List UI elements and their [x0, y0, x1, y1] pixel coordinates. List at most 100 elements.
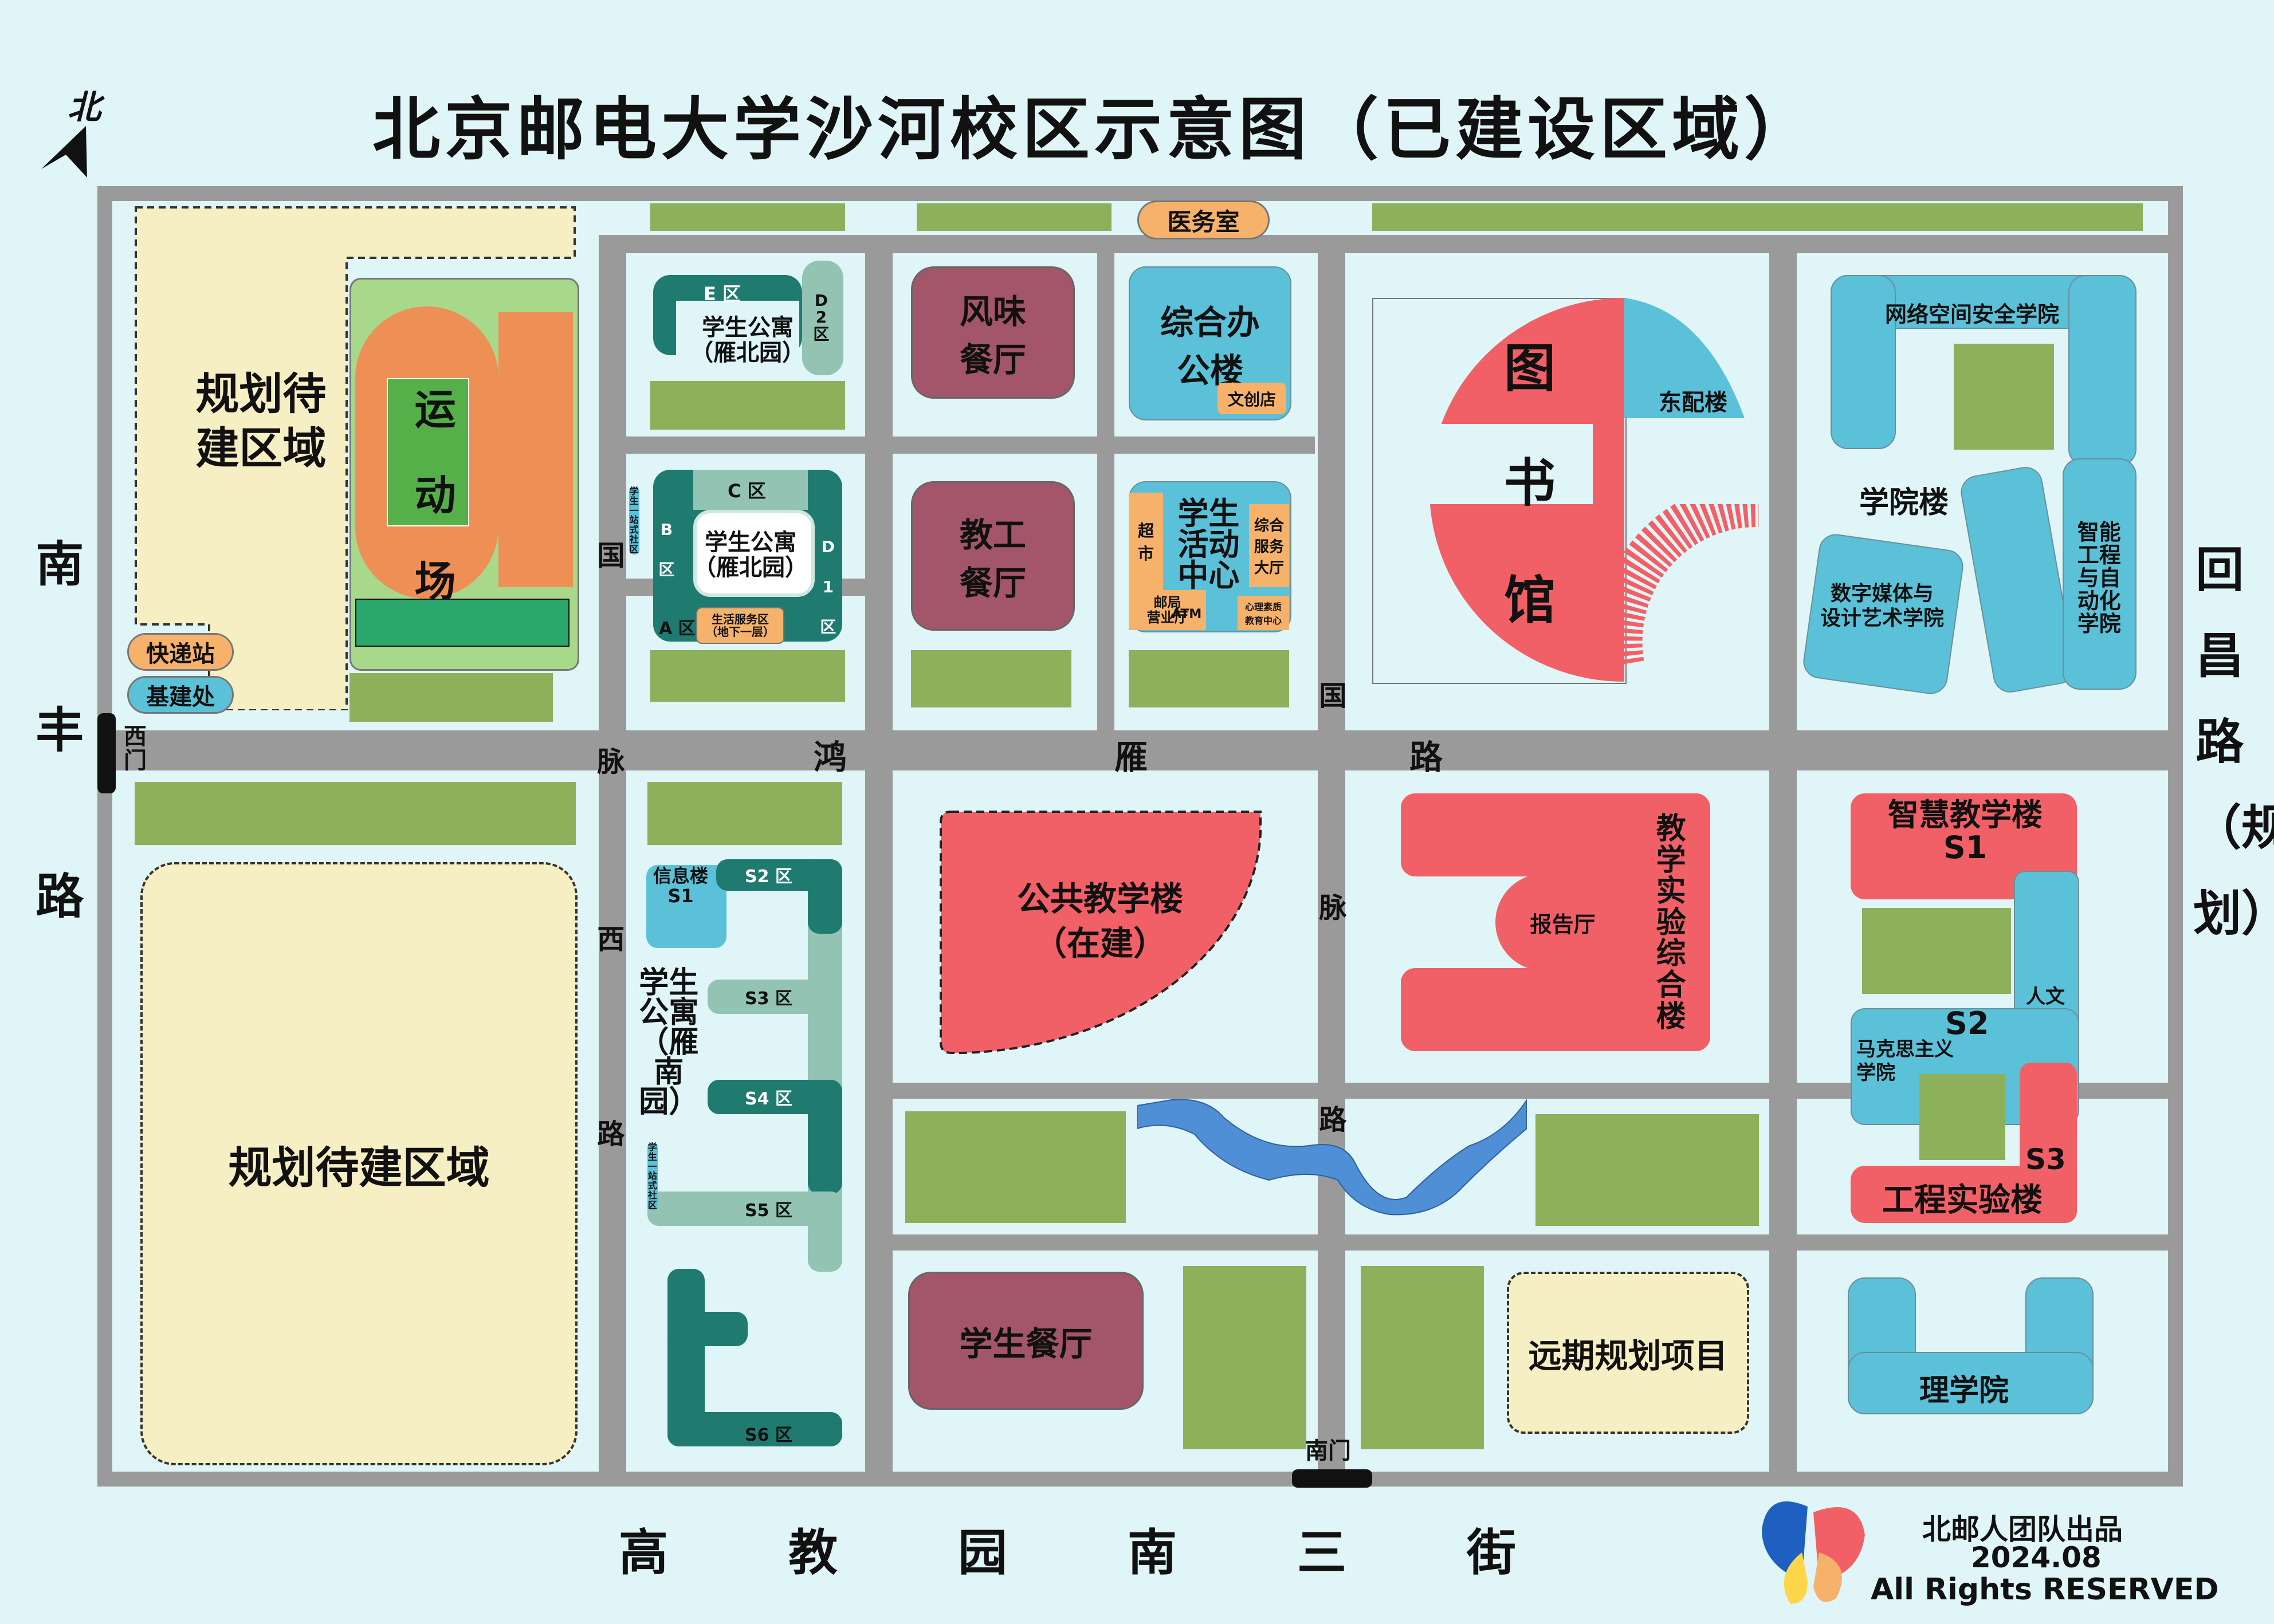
honghyan-char-2: 雁 — [1114, 738, 1148, 777]
west-gate-marker[interactable] — [97, 713, 116, 793]
guomai-north-label: 国脉 — [597, 540, 625, 778]
grass-strip — [1129, 650, 1289, 707]
post-line1: 邮局 — [1153, 594, 1181, 611]
s2-label: S2 — [1945, 1005, 1989, 1041]
east-road-label: 回昌路（规划） — [2193, 542, 2274, 942]
service-zone-badge[interactable]: 生活服务区 （地下一层） — [696, 607, 784, 644]
north-label: 北 — [68, 88, 101, 127]
dorm-north-name-line1b: 学生公寓 — [705, 529, 796, 556]
media-line2: 设计艺术学院 — [1820, 607, 1944, 631]
credit-date: 2024.08 — [1971, 1541, 2102, 1574]
cyber-wing-right — [2068, 275, 2136, 466]
far-plan-label: 远期规划项目 — [1528, 1336, 1728, 1375]
clinic-badge[interactable]: 医务室 — [1137, 200, 1270, 239]
dorm-north-d2[interactable] — [802, 261, 843, 375]
s3-label: S3 — [2025, 1143, 2066, 1176]
grass-strip — [135, 782, 576, 845]
dorm-south-name: 学生公寓（雁南园） — [639, 966, 699, 1119]
zone-a-label: A 区 — [659, 619, 696, 639]
plan-south-area: 规划待建区域 — [140, 862, 578, 1465]
infra-label: 基建处 — [146, 684, 215, 710]
tennis-courts — [355, 599, 570, 647]
honghyan-char-1: 鸿 — [814, 738, 847, 777]
fengwei-canteen[interactable]: 风味餐厅 — [911, 266, 1075, 399]
lab-complex-bottom — [1401, 968, 1710, 1051]
marxism-label: 马克思主义 学院 — [1856, 1038, 1965, 1085]
dorm-south-s4-drop — [808, 1080, 842, 1194]
honghyan-road — [97, 730, 2183, 770]
smart-court-2 — [1919, 1074, 2005, 1160]
public-teaching-building[interactable] — [940, 811, 1272, 1054]
dorm-north-e-inner — [676, 301, 799, 375]
report-hall[interactable]: 报告厅 — [1495, 874, 1630, 971]
student-canteen-label: 学生餐厅 — [959, 1324, 1093, 1363]
automation-east — [2063, 458, 2136, 690]
south-gate-marker[interactable] — [1292, 1469, 1372, 1488]
psych-label: 心理素质教育中心 — [1244, 601, 1282, 626]
plan-north-area — [135, 206, 576, 711]
creative-shop[interactable]: 文创店 — [1217, 383, 1286, 414]
jiaogong-label: 教工餐厅 — [959, 515, 1026, 603]
service-hall[interactable]: 综合服务大厅 — [1249, 504, 1289, 587]
library-east-wing[interactable] — [1624, 298, 1750, 430]
smart-s1-label: S1 — [1943, 829, 1988, 866]
zone-s5-label: S5 区 — [745, 1201, 792, 1221]
automation-label: 智能工程与自动化学院 — [2077, 520, 2121, 636]
jiaogong-canteen[interactable]: 教工餐厅 — [911, 481, 1075, 631]
zone-s4-label: S4 区 — [745, 1089, 792, 1109]
central-road — [1318, 241, 1345, 1478]
college-bldg-label: 学院楼 — [1859, 486, 1949, 520]
info-building-s1[interactable] — [646, 865, 726, 948]
grass-strip — [650, 650, 845, 702]
north-road — [599, 235, 2183, 253]
smart-teaching-label: 智慧教学楼 S1 — [1856, 799, 2074, 864]
grass-strip — [1372, 203, 2143, 231]
atm-label: ATM — [1172, 607, 1202, 622]
dorm-south-s3[interactable] — [708, 980, 822, 1014]
dorm-north-courtyard — [693, 510, 815, 597]
express-station-badge[interactable]: 快递站 — [127, 633, 234, 671]
xi-road-label: 西路 — [597, 923, 625, 1150]
supermarket[interactable]: 超市 — [1129, 493, 1163, 590]
south-road-label: 高教园南三街 — [619, 1524, 1636, 1582]
road-v3 — [1769, 241, 1797, 1478]
grass-block — [1183, 1266, 1306, 1449]
science-base — [1848, 1352, 2094, 1414]
dorm-north-name-top: 学生公寓 （雁北园） — [685, 315, 811, 365]
sports-label: 运动场 — [414, 386, 456, 605]
grass-strip — [650, 203, 845, 231]
engineering-label: 工程实验楼 — [1882, 1182, 2043, 1219]
west-road-label: 南丰路 — [36, 536, 84, 925]
plan-south-label: 规划待建区域 — [228, 1142, 490, 1193]
lake — [1137, 1094, 1527, 1220]
map-title: 北京邮电大学沙河校区示意图（已建设区域） — [372, 90, 1817, 169]
grass-block — [1535, 1114, 1759, 1226]
psych-center[interactable]: 心理素质教育中心 — [1238, 596, 1289, 630]
express-label: 快递站 — [146, 641, 215, 667]
dorm-north-name-line2: （雁北园） — [690, 340, 805, 366]
road-h-north-mid — [599, 437, 1315, 454]
post-office[interactable]: 邮局 营业厅 — [1129, 590, 1206, 630]
dorm-south-s5[interactable] — [647, 1192, 842, 1226]
grass-strip — [647, 782, 842, 845]
west-gate-label: 西门 — [124, 723, 147, 774]
post-line2: 营业厅 — [1146, 610, 1188, 626]
guomai-center-label: 国脉路 — [1319, 680, 1347, 1136]
honghyan-char-3: 路 — [1409, 738, 1443, 777]
service-line2: （地下一层） — [706, 625, 775, 639]
college-court — [1954, 344, 2054, 450]
student-canteen[interactable]: 学生餐厅 — [908, 1272, 1144, 1410]
marx-line2: 学院 — [1856, 1061, 1895, 1084]
road-v1 — [865, 241, 893, 1478]
service-hall-label: 综合服务大厅 — [1254, 517, 1284, 577]
grass-block — [1361, 1266, 1484, 1449]
activity-label: 学生活动中心 — [1177, 496, 1240, 593]
library-stripe — [1412, 424, 1593, 504]
infra-office-badge[interactable]: 基建处 — [127, 676, 234, 714]
info-line2: S1 — [667, 885, 694, 907]
grass-strip — [917, 203, 1112, 231]
clinic-label: 医务室 — [1167, 207, 1240, 236]
lab-complex-label: 教学实验综合楼 — [1656, 812, 1686, 1034]
dorm-south-s6-base — [667, 1412, 842, 1446]
marx-line1: 马克思主义 — [1856, 1038, 1954, 1061]
